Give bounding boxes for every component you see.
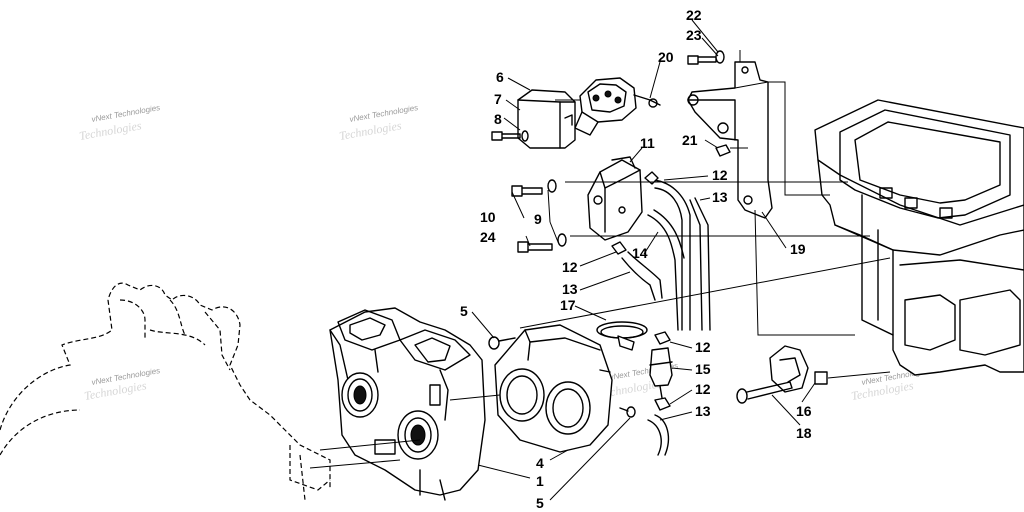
callout-1: 1 (536, 473, 544, 489)
control-valve (587, 156, 643, 241)
check-valve (649, 347, 673, 399)
callout-13: 13 (695, 403, 711, 419)
callout-18: 18 (796, 425, 812, 441)
mounting-bracket (687, 61, 773, 219)
sensor-16 (769, 345, 828, 393)
callout-4: 4 (536, 455, 544, 471)
clamp-ring (596, 321, 648, 351)
callout-15: 15 (695, 361, 711, 377)
relay-assembly (574, 77, 661, 136)
callout-12: 12 (695, 339, 711, 355)
watermark-text: Technologies (78, 118, 143, 143)
callout-12: 12 (695, 381, 711, 397)
callout-16: 16 (796, 403, 812, 419)
callout-12: 12 (562, 259, 578, 275)
callout-5: 5 (460, 303, 468, 319)
callout-24: 24 (480, 229, 496, 245)
callout-21: 21 (682, 132, 698, 148)
callout-10: 10 (480, 209, 496, 225)
screw-23 (687, 50, 725, 65)
engine-outline (0, 282, 331, 501)
bolt-18 (736, 381, 793, 404)
screw-24 (517, 233, 567, 253)
air-box (814, 99, 1024, 376)
screw-10 (511, 179, 557, 197)
screw-8 (491, 130, 529, 142)
callout-14: 14 (632, 245, 648, 261)
callout-5: 5 (536, 495, 544, 511)
intake-silencer (494, 324, 613, 453)
nut-21 (715, 144, 731, 157)
callout-leaders (471, 19, 816, 501)
callout-23: 23 (686, 27, 702, 43)
cover-box (517, 89, 576, 149)
callout-13: 13 (562, 281, 578, 297)
callout-22: 22 (686, 7, 702, 23)
assembly-lines (309, 50, 891, 469)
callout-11: 11 (640, 135, 655, 151)
watermark-text: Technologies (338, 118, 403, 143)
callout-17: 17 (560, 297, 576, 313)
screw-5-bottom (619, 406, 636, 418)
callout-13: 13 (712, 189, 728, 205)
callout-6: 6 (496, 69, 504, 85)
callout-20: 20 (658, 49, 674, 65)
carburetor-assembly (329, 307, 486, 501)
screw-5-top (488, 336, 516, 350)
hose-clamps (611, 171, 671, 411)
callout-9: 9 (534, 211, 542, 227)
callout-labels: 22 23 20 6 7 8 11 21 12 13 10 9 24 14 19… (460, 7, 812, 511)
callout-8: 8 (494, 111, 502, 127)
callout-19: 19 (790, 241, 806, 257)
hose-group (621, 179, 711, 456)
callout-12: 12 (712, 167, 728, 183)
callout-7: 7 (494, 91, 502, 107)
